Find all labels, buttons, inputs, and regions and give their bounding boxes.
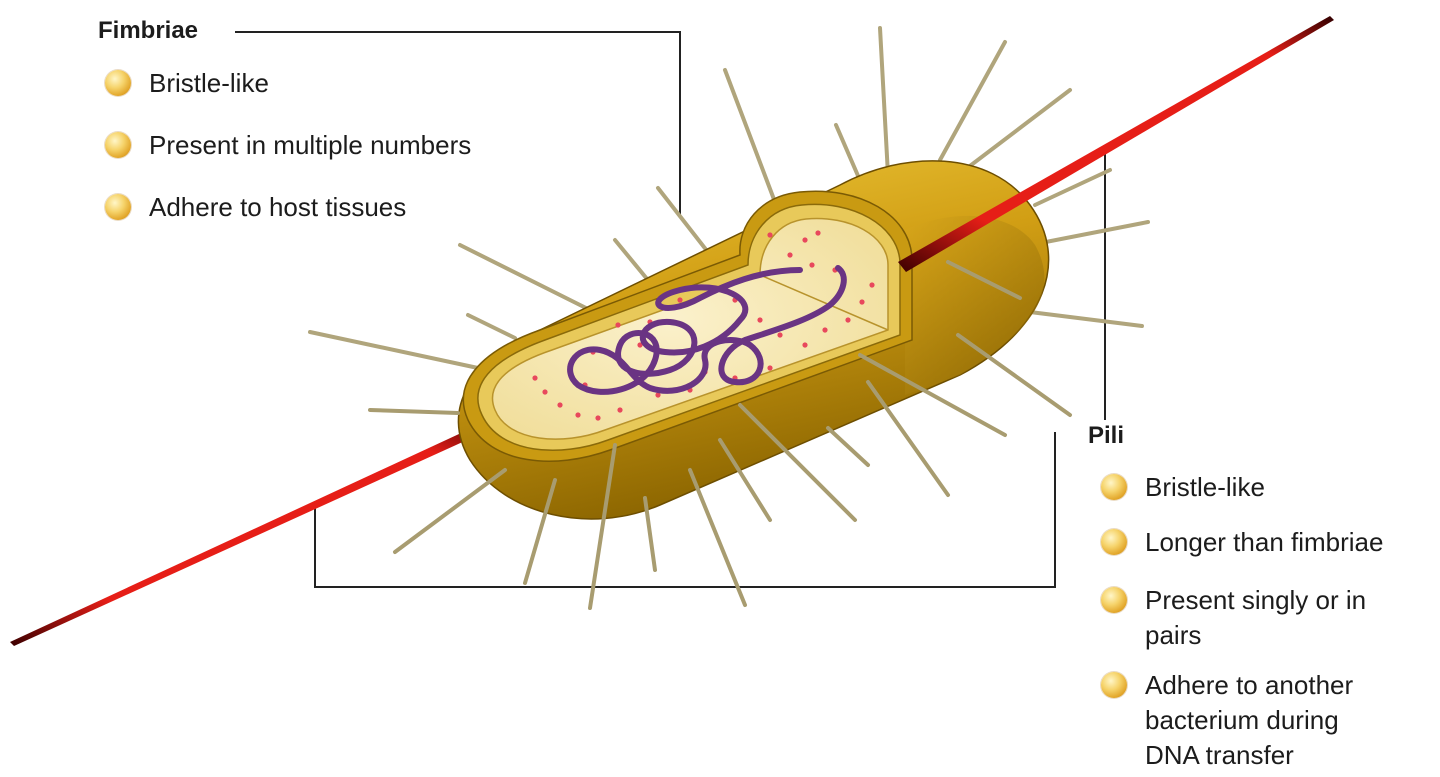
- list-item-label: Longer than fimbriae: [1145, 527, 1384, 557]
- fimbriae-leader-line: [235, 31, 681, 215]
- gold-sphere-bullet-icon: [1101, 529, 1127, 555]
- gold-sphere-bullet-icon: [105, 194, 131, 220]
- pilus: [10, 415, 500, 646]
- list-item-label: Adhere to host tissues: [149, 192, 407, 222]
- gold-sphere-bullet-icon: [1101, 587, 1127, 613]
- list-item: Bristle-like: [1101, 470, 1265, 505]
- fimbriae-back: [308, 26, 1150, 370]
- list-item-label: Present singly or in pairs: [1145, 585, 1367, 650]
- list-item: Present singly or in pairs: [1101, 583, 1366, 653]
- list-item-label: Adhere to another bacterium during DNA t…: [1145, 670, 1354, 770]
- gold-sphere-bullet-icon: [105, 132, 131, 158]
- list-item: Longer than fimbriae: [1101, 525, 1383, 560]
- fimbriae-heading: Fimbriae: [98, 17, 203, 45]
- pili-heading: Pili: [1084, 422, 1129, 450]
- gold-sphere-bullet-icon: [105, 70, 131, 96]
- list-item-label: Bristle-like: [149, 68, 269, 98]
- list-item-label: Bristle-like: [1145, 472, 1265, 502]
- fimbriae-front: [368, 260, 1072, 610]
- list-item: Present in multiple numbers: [105, 128, 471, 163]
- list-item-label: Present in multiple numbers: [149, 130, 472, 160]
- list-item: Adhere to host tissues: [105, 190, 406, 225]
- list-item: Bristle-like: [105, 66, 269, 101]
- pili-leader-line: [314, 145, 1106, 588]
- list-item: Adhere to another bacterium during DNA t…: [1101, 668, 1353, 773]
- gold-sphere-bullet-icon: [1101, 672, 1127, 698]
- dna-nucleoid: [567, 265, 847, 395]
- pilus-front: [898, 16, 1334, 272]
- gold-sphere-bullet-icon: [1101, 474, 1127, 500]
